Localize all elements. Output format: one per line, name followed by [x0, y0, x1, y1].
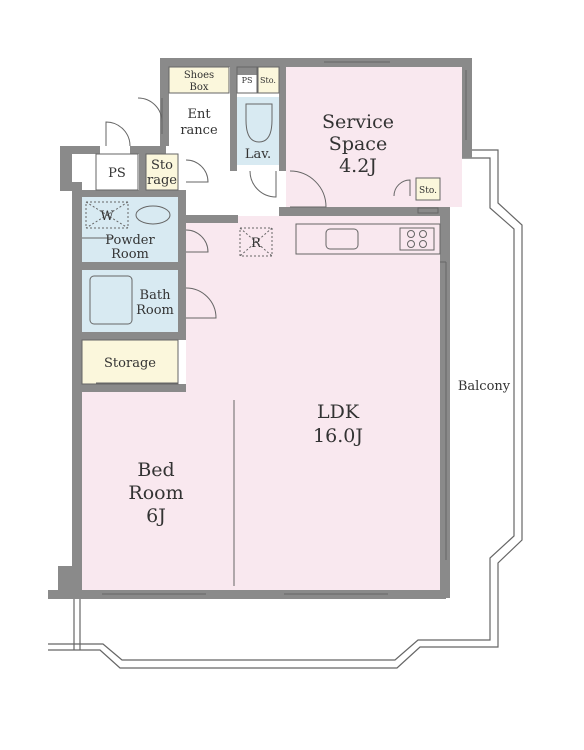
storage-fill	[82, 340, 178, 384]
lav-label: Lav.	[245, 147, 271, 162]
bed-room-label-1: Bed	[137, 459, 174, 481]
sto-small-label: Sto.	[260, 76, 276, 85]
bedroom-fill	[82, 392, 226, 590]
sto-small-fill	[258, 67, 279, 93]
service-space-size: 4.2J	[339, 155, 377, 177]
ps-small-label: PS	[242, 76, 253, 85]
entrance-label-2: rance	[180, 123, 218, 138]
ldk-size: 16.0J	[313, 425, 363, 447]
balcony-outline	[48, 149, 523, 669]
doors	[82, 97, 411, 319]
powder-room-label-1: Powder	[105, 233, 155, 248]
sto-balcony-label: Sto.	[419, 186, 437, 196]
storage-small-label-2: rage	[147, 173, 177, 188]
room-fills	[82, 67, 462, 590]
ps-label: PS	[108, 166, 126, 181]
shoes-box-label-1: Shoes	[184, 70, 214, 81]
bed-room-size: 6J	[146, 505, 166, 527]
shoes-box-fill	[169, 67, 229, 93]
entrance-label-1: Ent	[187, 107, 211, 122]
washer-label: W	[100, 209, 114, 224]
storage-label: Storage	[104, 356, 156, 371]
powder-room-label-2: Room	[111, 247, 149, 262]
bath-room-label-1: Bath	[140, 288, 172, 303]
refrigerator-label: R	[251, 236, 262, 251]
service-space-label-1: Service	[322, 111, 394, 133]
ldk-label: LDK	[317, 401, 360, 423]
service-space-label-2: Space	[329, 133, 387, 155]
bath-room-fill	[82, 270, 178, 332]
shoes-box-label-2: Box	[189, 82, 208, 93]
labels: Shoes Box PS Sto. Ent rance Lav. Service…	[100, 70, 510, 527]
bed-room-label-2: Room	[128, 482, 183, 504]
ldk-fill-upper	[238, 216, 440, 226]
bath-room-label-2: Room	[136, 303, 174, 318]
storage-small-label-1: Sto	[151, 158, 173, 173]
balcony-label: Balcony	[458, 379, 511, 394]
storage-small-fill	[146, 154, 178, 190]
interior-lines	[81, 61, 467, 595]
ldk-fill	[186, 223, 440, 590]
sto-balcony-fill	[416, 178, 440, 200]
